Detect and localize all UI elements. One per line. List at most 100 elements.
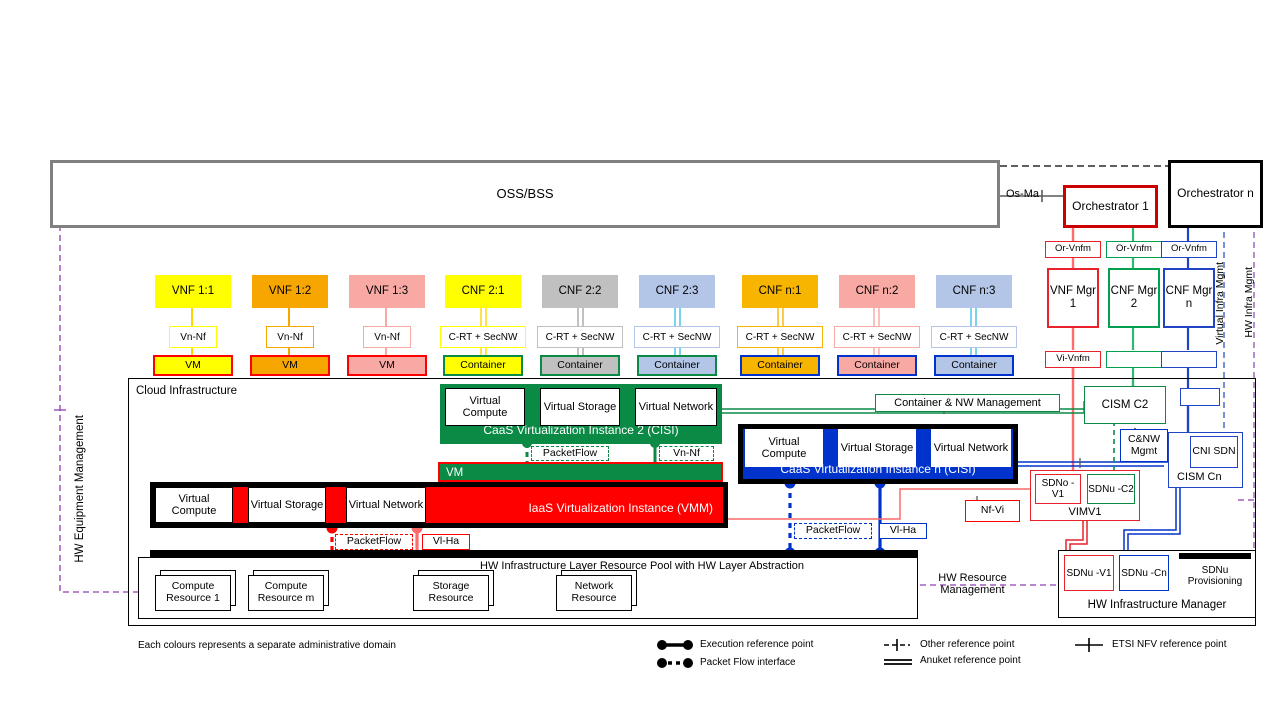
cism-cn-box[interactable]: CNI SDN CISM Cn — [1168, 432, 1243, 488]
hw-resource-3[interactable]: Storage Resource — [413, 575, 489, 611]
cisin-virtual-storage[interactable]: Virtual Storage — [838, 429, 916, 467]
network-function-4[interactable]: CNF 2:1 — [445, 275, 521, 308]
interface-box-7[interactable]: C-RT + SecNW — [737, 326, 823, 348]
interface-box-1[interactable]: Vn-Nf — [169, 326, 217, 348]
vnf-mgr-1-label: VNF Mgr 1 — [1050, 285, 1096, 310]
interface-label: C-RT + SecNW — [939, 331, 1009, 343]
cni-sdn-box[interactable]: CNI SDN — [1190, 436, 1238, 468]
cisin-virtual-network[interactable]: Virtual Network — [931, 429, 1011, 467]
cnf-mgr-2-box[interactable]: CNF Mgr 2 — [1108, 268, 1160, 328]
hw-resource-label: Network Resource — [571, 580, 617, 604]
execution-label: Container — [951, 358, 997, 371]
iaas-virtualization-instance[interactable]: IaaS Virtualization Instance (VMM) — [150, 482, 728, 528]
cisi2-virtual-compute[interactable]: Virtual Compute — [445, 388, 525, 426]
interface-box-6[interactable]: C-RT + SecNW — [634, 326, 720, 348]
iaas-vl-ha-label[interactable]: Vl-Ha — [422, 534, 470, 550]
execution-box-2[interactable]: VM — [250, 355, 330, 376]
execution-box-1[interactable]: VM — [153, 355, 233, 376]
cisin-packetflow-label[interactable]: PacketFlow — [794, 523, 872, 539]
execution-box-7[interactable]: Container — [740, 355, 820, 376]
cisi2-packetflow-label[interactable]: PacketFlow — [531, 446, 609, 461]
vi-vnfm-box-vnf-mgr-1[interactable]: Vi-Vnfm — [1045, 351, 1101, 368]
interface-label: Vn-Nf — [277, 331, 303, 343]
execution-label: VM — [282, 358, 298, 371]
network-function-8[interactable]: CNF n:2 — [839, 275, 915, 308]
cism-c2-box[interactable]: CISM C2 — [1084, 386, 1166, 424]
hw-infra-manager-label: HW Infrastructure Manager — [1087, 598, 1227, 611]
cnf-mgr-n-box[interactable]: CNF Mgr n — [1163, 268, 1215, 328]
execution-label: Container — [557, 358, 603, 371]
network-function-1[interactable]: VNF 1:1 — [155, 275, 231, 308]
network-function-6[interactable]: CNF 2:3 — [639, 275, 715, 308]
network-function-2[interactable]: VNF 1:2 — [252, 275, 328, 308]
cisi2-virtual-storage[interactable]: Virtual Storage — [540, 388, 620, 426]
or-vnfm-box-cnf-mgr-2[interactable]: Or-Vnfm — [1106, 241, 1162, 258]
network-function-5[interactable]: CNF 2:2 — [542, 275, 618, 308]
hw-resource-1[interactable]: Compute Resource 1 — [155, 575, 231, 611]
hw-infrastructure-manager-box[interactable]: SDNu -V1 SDNu -Cn SDNu Provisioning HW I… — [1058, 550, 1256, 618]
interface-box-8[interactable]: C-RT + SecNW — [834, 326, 920, 348]
orchestrator-1-box[interactable]: Orchestrator 1 — [1063, 185, 1158, 228]
iaas-virtual-network[interactable]: Virtual Network — [346, 487, 426, 523]
network-function-label: CNF n:1 — [758, 285, 802, 298]
vi-vnfm-box-cnf-mgr-2[interactable] — [1106, 351, 1162, 368]
network-function-9[interactable]: CNF n:3 — [936, 275, 1012, 308]
os-ma-label: Os-Ma — [1006, 188, 1039, 200]
sdno-v1-box[interactable]: SDNo -V1 — [1035, 474, 1081, 504]
oss-bss-box[interactable]: OSS/BSS — [50, 160, 1000, 228]
iaas-packetflow-label[interactable]: PacketFlow — [335, 534, 413, 550]
vnf-mgr-1-box[interactable]: VNF Mgr 1 — [1047, 268, 1099, 328]
interface-box-4[interactable]: C-RT + SecNW — [440, 326, 526, 348]
legend-note: Each colours represents a separate admin… — [138, 640, 396, 651]
network-function-7[interactable]: CNF n:1 — [742, 275, 818, 308]
execution-box-6[interactable]: Container — [637, 355, 717, 376]
or-vnfm-box-vnf-mgr-1[interactable]: Or-Vnfm — [1045, 241, 1101, 258]
interface-label: C-RT + SecNW — [842, 331, 912, 343]
legend-item-packetflow: Packet Flow interface — [700, 657, 796, 668]
cisin-vl-ha-label[interactable]: Vl-Ha — [879, 523, 927, 539]
interface-box-3[interactable]: Vn-Nf — [363, 326, 411, 348]
execution-box-8[interactable]: Container — [837, 355, 917, 376]
hw-resource-2[interactable]: Compute Resource m — [248, 575, 324, 611]
interface-label: C-RT + SecNW — [545, 331, 615, 343]
cisi2-vm-strip[interactable]: VM — [438, 462, 723, 482]
execution-box-4[interactable]: Container — [443, 355, 523, 376]
or-vnfm-box-cnf-mgr-n[interactable]: Or-Vnfm — [1161, 241, 1217, 258]
vimv1-label: VIMV1 — [1068, 505, 1102, 518]
interface-box-5[interactable]: C-RT + SecNW — [537, 326, 623, 348]
hw-equipment-management-label: HW Equipment Management — [74, 415, 86, 563]
caasn-label: CaaS Virtualization Instance n (CISI) — [780, 462, 976, 477]
iaas-virtual-compute[interactable]: Virtual Compute — [155, 487, 233, 523]
interface-box-9[interactable]: C-RT + SecNW — [931, 326, 1017, 348]
iaas-virtual-storage[interactable]: Virtual Storage — [248, 487, 326, 523]
sdnu-cn-box[interactable]: SDNu -Cn — [1119, 555, 1169, 591]
legend-item-etsi: ETSI NFV reference point — [1112, 639, 1227, 650]
hw-resource-4[interactable]: Network Resource — [556, 575, 632, 611]
sdnu-v1-box[interactable]: SDNu -V1 — [1064, 555, 1114, 591]
execution-label: Container — [854, 358, 900, 371]
interface-label: C-RT + SecNW — [448, 331, 518, 343]
execution-box-9[interactable]: Container — [934, 355, 1014, 376]
orchestrator-n-box[interactable]: Orchestrator n — [1168, 160, 1263, 228]
nf-vi-label[interactable]: Nf-Vi — [965, 500, 1020, 522]
or-vnfm-label: Or-Vnfm — [1055, 243, 1091, 255]
cisin-virtual-compute[interactable]: Virtual Compute — [745, 429, 823, 467]
sdnu-c2-box[interactable]: SDNu -C2 — [1087, 474, 1135, 504]
cisi2-virtual-network[interactable]: Virtual Network — [635, 388, 717, 426]
network-function-3[interactable]: VNF 1:3 — [349, 275, 425, 308]
execution-box-5[interactable]: Container — [540, 355, 620, 376]
execution-box-3[interactable]: VM — [347, 355, 427, 376]
interface-label: Vn-Nf — [180, 331, 206, 343]
hw-resource-label: Compute Resource 1 — [166, 580, 220, 604]
legend-item-execution: Execution reference point — [700, 639, 814, 650]
network-function-label: CNF 2:1 — [461, 285, 505, 298]
interface-box-2[interactable]: Vn-Nf — [266, 326, 314, 348]
vi-vnfm-box-cnf-mgr-n[interactable] — [1161, 351, 1217, 368]
network-function-label: VNF 1:3 — [365, 285, 409, 298]
cnw-mgmt-box[interactable]: C&NW Mgmt — [1120, 429, 1168, 462]
vimv1-box[interactable]: SDNo -V1 SDNu -C2 VIMV1 — [1030, 470, 1140, 521]
cisi2-vn-nf-label[interactable]: Vn-Nf — [659, 446, 714, 461]
network-function-label: CNF n:2 — [855, 285, 899, 298]
container-nw-management-box[interactable]: Container & NW Management — [875, 394, 1060, 412]
orchestrator-1-label: Orchestrator 1 — [1072, 198, 1149, 213]
